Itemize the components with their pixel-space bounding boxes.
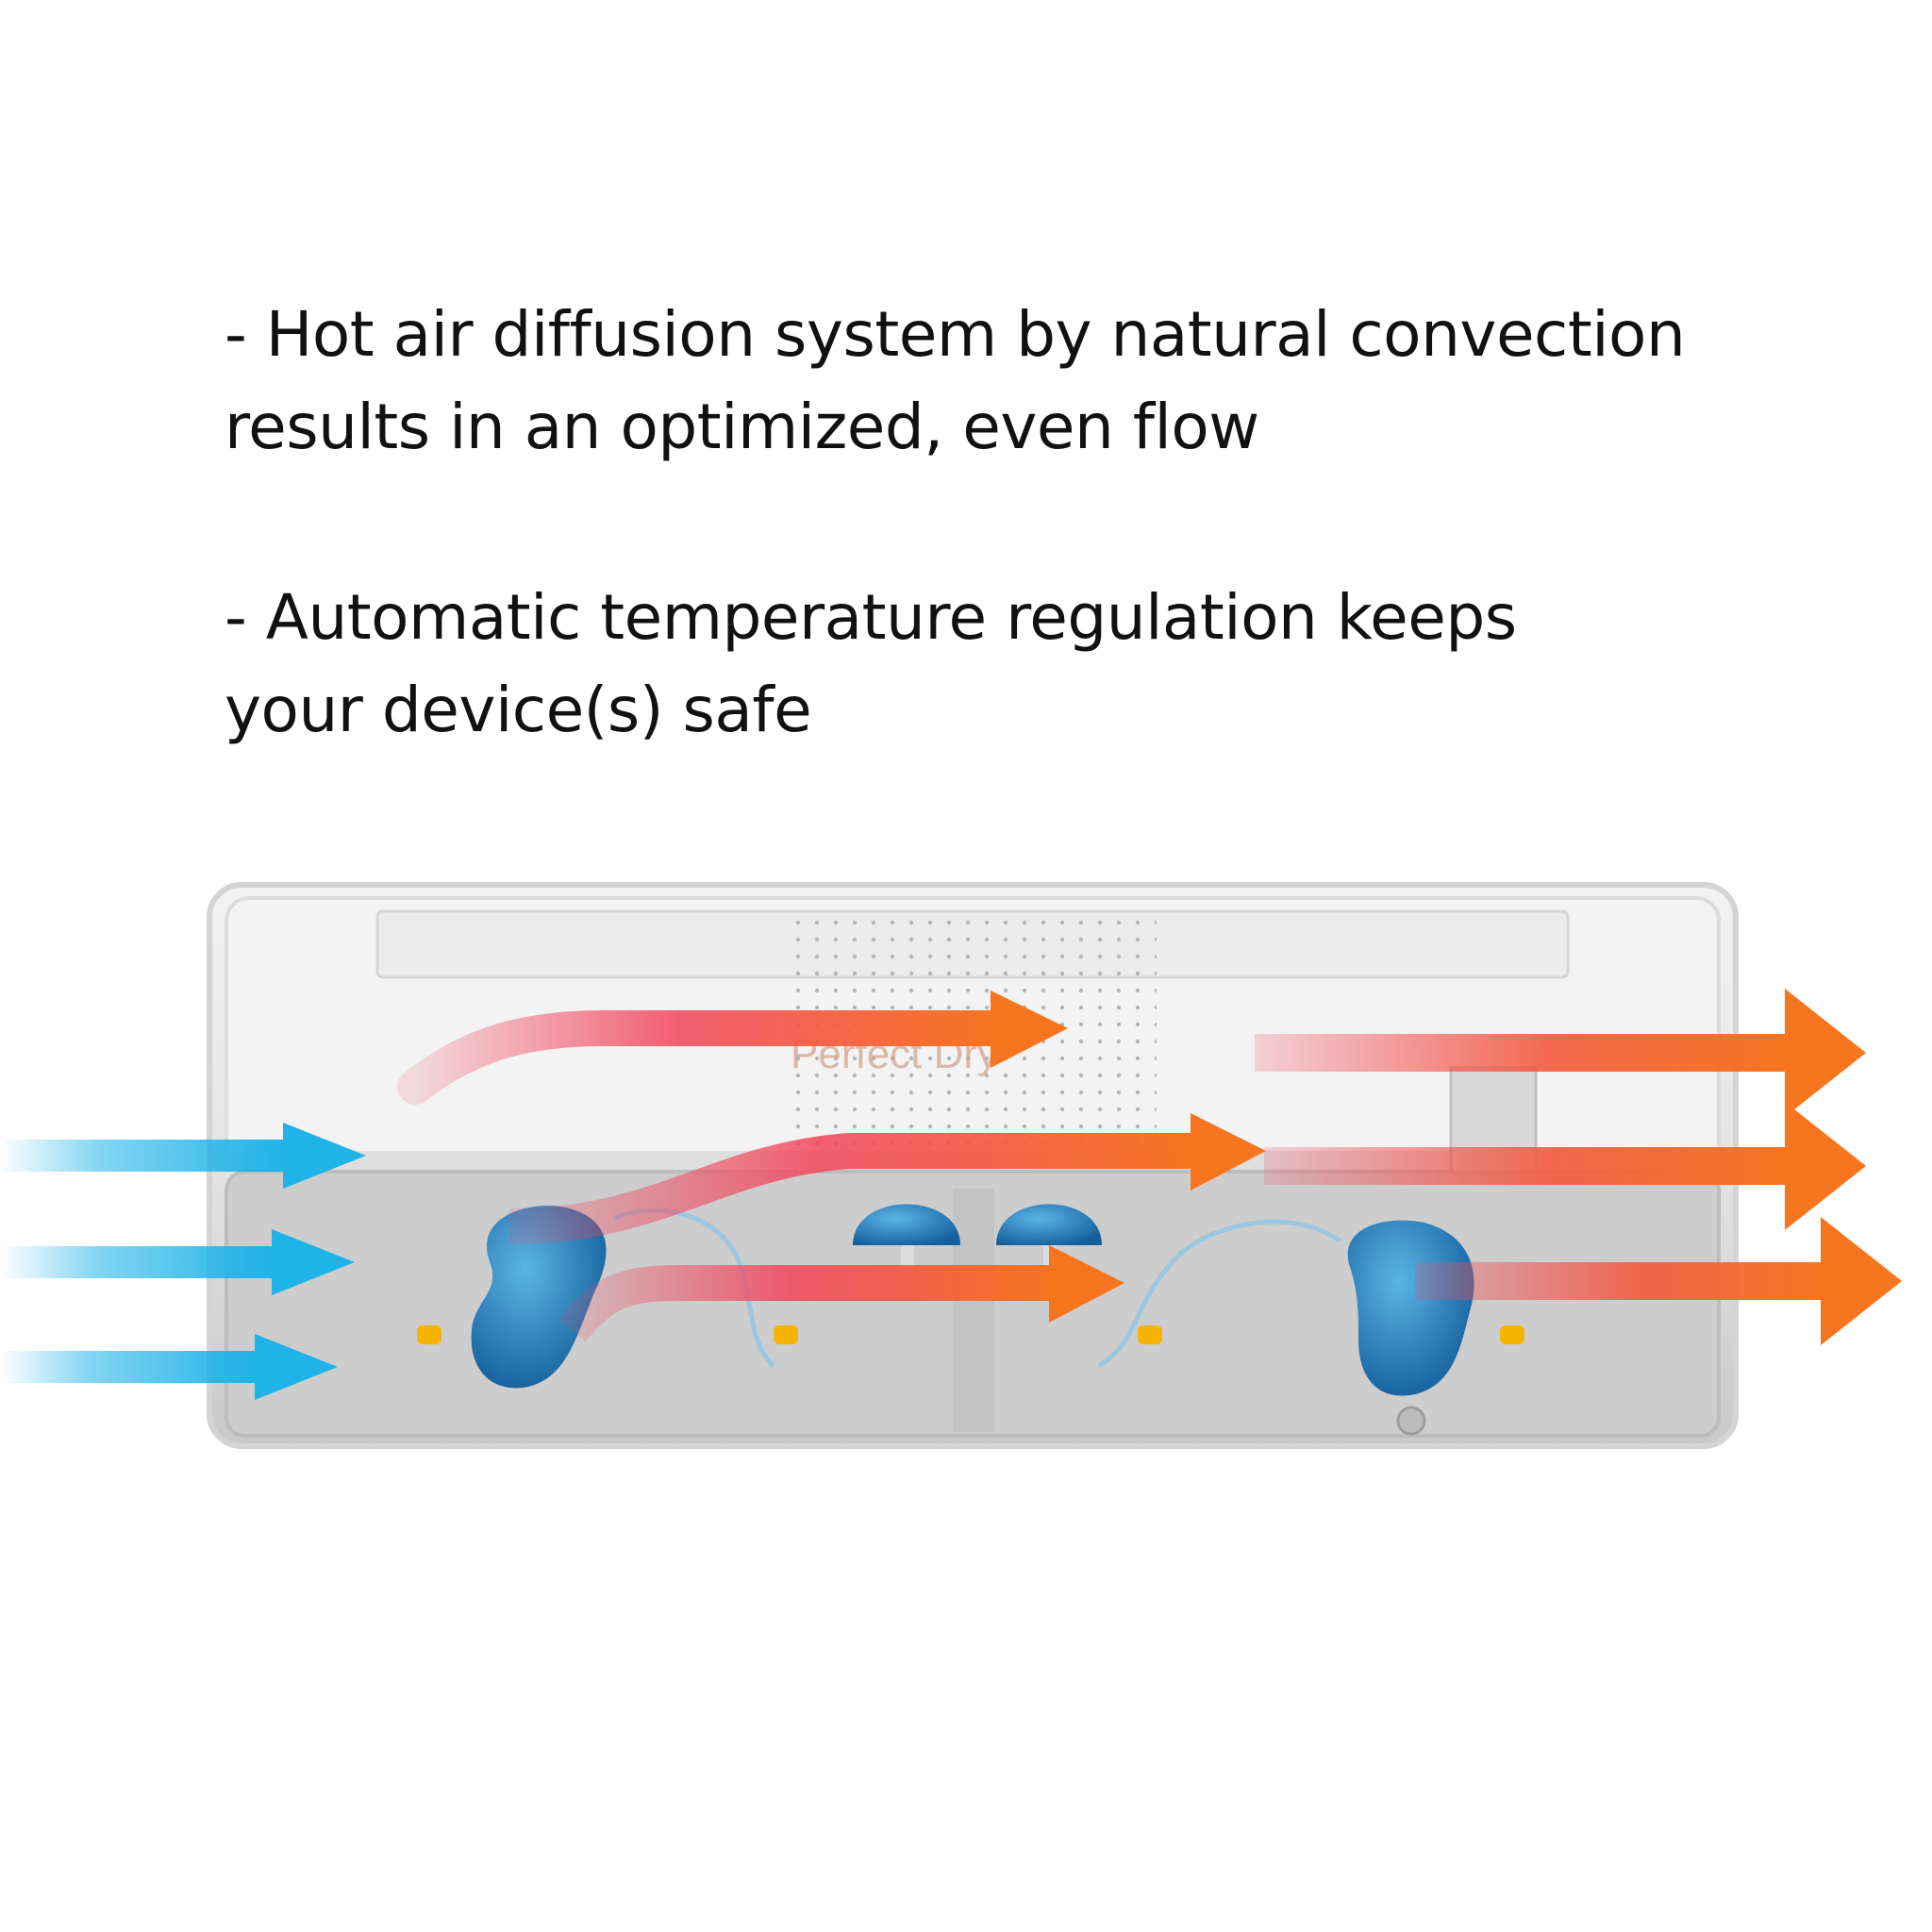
hot-air-arrow-middle [508, 1113, 1266, 1244]
cool-air-arrow-bottom [0, 1334, 338, 1400]
hot-air-arrow-lower [558, 1245, 1124, 1342]
cool-air-arrows [0, 1123, 366, 1400]
feature-text-convection: - Hot air diffusion system by natural co… [225, 298, 1686, 463]
hot-air-out-arrow-middle [1264, 1102, 1866, 1230]
hot-air-out-arrow-top [1255, 989, 1866, 1117]
hot-air-arrows-outgoing [1255, 989, 1902, 1345]
cool-air-arrow-top [0, 1123, 366, 1189]
feature-text-temperature: - Automatic temperature regulation keeps… [225, 581, 1517, 746]
hot-air-out-arrow-bottom [1415, 1217, 1902, 1345]
hot-air-arrows-internal [397, 991, 1266, 1342]
hot-air-arrow-upper [397, 991, 1068, 1105]
cool-air-arrow-middle [0, 1229, 355, 1295]
ear-domes [853, 1204, 1102, 1270]
dryer-airflow-illustration: Perfect Dry [0, 882, 1902, 1449]
